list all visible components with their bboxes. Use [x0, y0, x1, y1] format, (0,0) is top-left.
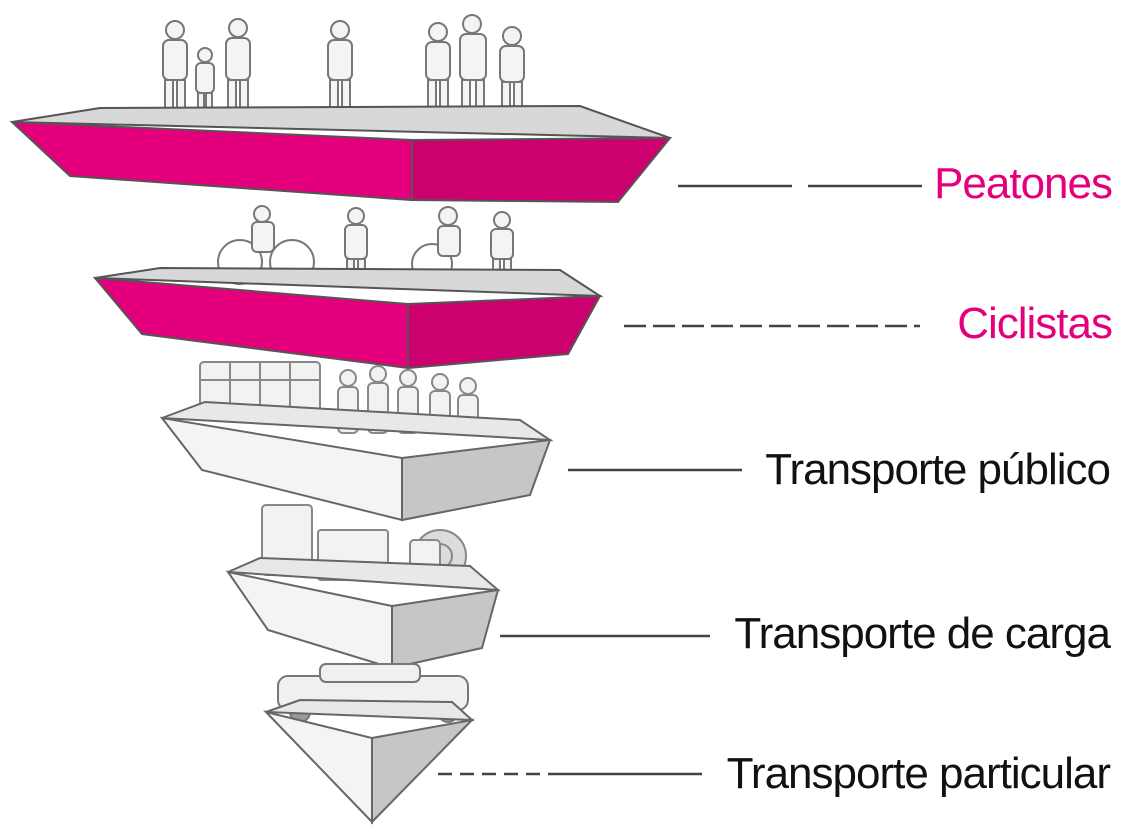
pedestrian-figure [459, 14, 487, 113]
tier-label-particular: Transporte particular [726, 749, 1111, 798]
tray-top [11, 104, 671, 139]
tier-ciclistas [92, 205, 604, 370]
tray-front [225, 570, 393, 670]
tray-front [9, 120, 413, 202]
tray-side [411, 136, 673, 204]
tray-top [265, 698, 475, 722]
pedestrian-figures-icon [162, 14, 525, 114]
tier-particular [262, 663, 475, 825]
cyclist-figure [217, 205, 315, 285]
tier-carga [225, 504, 501, 670]
tier-label-publico: Transporte público [765, 445, 1111, 494]
pedestrian-figure [225, 18, 251, 113]
tier-peatones [9, 14, 673, 204]
pedestrian-figure [425, 22, 451, 113]
pedestrian-figure [499, 26, 525, 113]
tier-label-ciclistas: Ciclistas [957, 299, 1113, 348]
tray-front [92, 276, 409, 370]
tray-side [407, 294, 602, 370]
tray-front [262, 710, 373, 825]
pedestrian-figure [162, 20, 188, 113]
pedestrian-figure [195, 47, 215, 114]
pedestrian-figure [327, 20, 353, 113]
tray-side [401, 438, 552, 522]
tray-top [161, 400, 554, 442]
leader-lines [438, 184, 922, 776]
tier-publico [159, 361, 554, 522]
tray-side [371, 718, 475, 825]
tray-top [227, 556, 501, 592]
tray-top [94, 266, 604, 298]
tier-label-carga: Transporte de carga [734, 609, 1111, 658]
tier-label-peatones: Peatones [934, 159, 1113, 208]
tray-side [391, 588, 500, 670]
